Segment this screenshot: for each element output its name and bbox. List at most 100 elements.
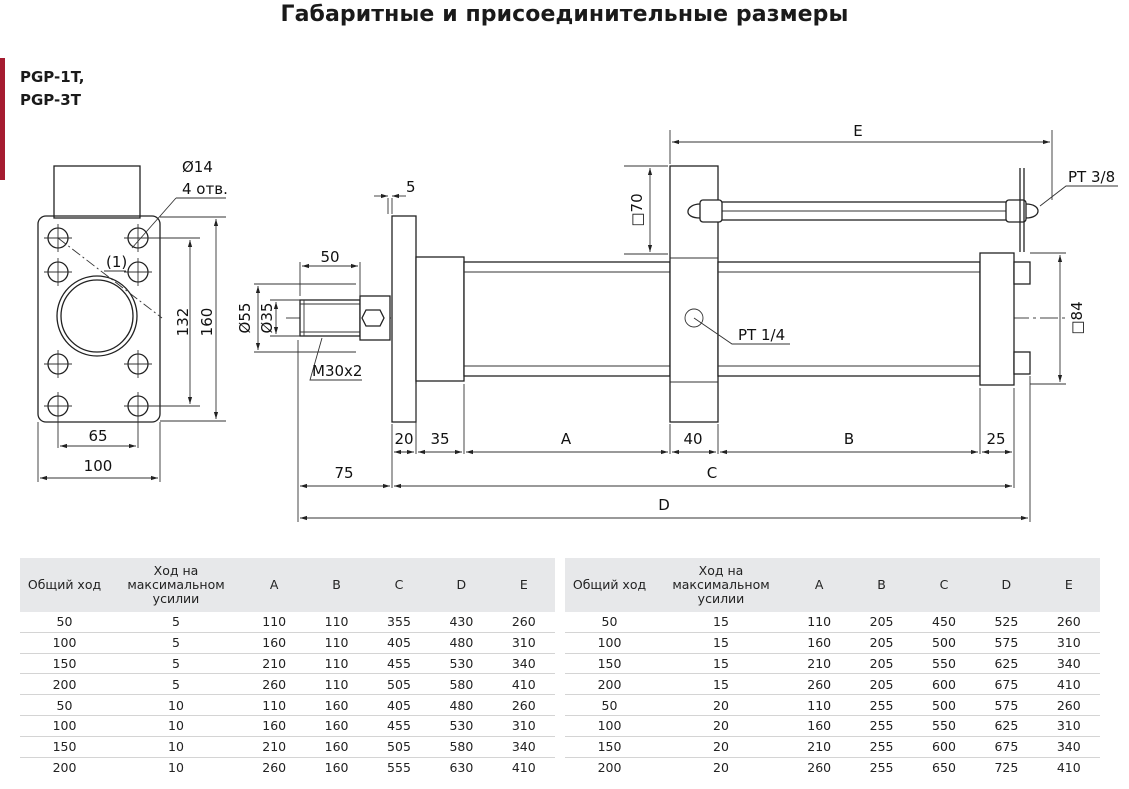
cell-a: 260 (788, 673, 851, 696)
cell-max-force-stroke: 20 (654, 715, 788, 737)
cell-b: 255 (850, 736, 913, 758)
dim-a: A (561, 430, 572, 448)
cell-c: 500 (912, 632, 976, 654)
cell-c: 505 (367, 673, 431, 696)
cell-a: 210 (243, 736, 306, 758)
cell-total-stroke: 200 (565, 673, 654, 696)
cell-e: 310 (492, 632, 555, 654)
cell-e: 310 (1037, 632, 1100, 654)
side-view: 5 50 Ø55 Ø35 M30x2 20 35 A 40 B 25 75 C … (236, 122, 1118, 522)
cell-total-stroke: 200 (20, 673, 109, 696)
cell-d: 725 (994, 759, 1019, 775)
cell-c: 505 (367, 736, 431, 758)
cell-d: 630 (449, 759, 474, 775)
header-total-stroke: Общий ход (565, 558, 654, 612)
cell-max-force-stroke: 15 (654, 673, 788, 696)
cell-a: 110 (788, 694, 851, 716)
table-header-row: Общий ход Ход на максимальном усилии A B… (20, 558, 555, 612)
cell-c: 650 (932, 759, 956, 775)
port-pt14-label: PT 1/4 (738, 326, 785, 344)
cell-c: 600 (912, 736, 976, 758)
cell-max-force-stroke: 10 (109, 736, 243, 758)
cell-max-force-stroke: 20 (654, 694, 788, 716)
dim-b: B (844, 430, 854, 448)
cell-e: 340 (1037, 736, 1100, 758)
cell-b: 205 (850, 673, 913, 696)
header-c: C (912, 558, 976, 612)
cell-e: 340 (492, 653, 555, 675)
cell-d: 580 (430, 736, 493, 758)
cell-b: 205 (850, 612, 913, 633)
cell-e: 260 (1037, 694, 1100, 716)
cell-e: 340 (1037, 653, 1100, 675)
cell-max-force-stroke: 10 (109, 715, 243, 737)
cell-a: 210 (788, 653, 851, 675)
cell-max-force-stroke: 5 (109, 673, 243, 696)
accent-bar (0, 58, 5, 180)
header-d: D (975, 558, 1038, 612)
cell-max-force-stroke: 5 (109, 612, 243, 633)
header-max-force-stroke: Ход на максимальном усилии (109, 558, 243, 612)
dim-132: 132 (174, 308, 192, 337)
port-pt38-label: PT 3/8 (1068, 168, 1115, 186)
cell-b: 255 (869, 759, 894, 775)
note-label: (1) (106, 253, 127, 271)
cell-total-stroke: 50 (565, 612, 654, 633)
cell-b: 205 (850, 653, 913, 675)
dim-75: 75 (334, 464, 353, 482)
cell-c: 455 (367, 715, 431, 737)
header-a: A (243, 558, 306, 612)
cell-total-stroke: 200 (52, 759, 77, 775)
cell-max-force-stroke: 10 (109, 694, 243, 716)
model-name-2: PGP-3T (20, 91, 81, 109)
sq-70: □70 (628, 193, 646, 226)
cell-d: 625 (975, 653, 1038, 675)
dim-35: 35 (430, 430, 449, 448)
cell-c: 405 (367, 632, 431, 654)
piston-rod-thread (299, 299, 361, 337)
cell-total-stroke: 150 (20, 736, 109, 758)
cell-max-force-stroke: 5 (109, 653, 243, 675)
cell-b: 255 (850, 694, 913, 716)
technical-drawing: Ø14 4 отв. (1) 132 160 65 100 (37, 122, 1118, 522)
cell-b: 110 (305, 632, 368, 654)
rod-nut (359, 295, 391, 341)
cell-a: 160 (243, 715, 306, 737)
dim-100: 100 (84, 457, 113, 475)
header-b: B (305, 558, 368, 612)
model-name-1: PGP-1T, (20, 68, 85, 86)
cell-max-force-stroke: 10 (168, 759, 184, 775)
port-pt14 (684, 308, 704, 328)
front-head (415, 256, 465, 382)
dim-65: 65 (88, 427, 107, 445)
table-header-row: Общий ход Ход на максимальном усилии A B… (565, 558, 1100, 612)
cell-d: 575 (975, 694, 1038, 716)
cell-e: 260 (492, 694, 555, 716)
cell-total-stroke: 100 (20, 632, 109, 654)
cell-b: 205 (850, 632, 913, 654)
cell-total-stroke: 50 (20, 694, 109, 716)
dim-160: 160 (198, 308, 216, 337)
cell-b: 110 (305, 673, 368, 696)
header-d: D (430, 558, 493, 612)
cell-a: 210 (243, 653, 306, 675)
cell-b: 160 (305, 715, 368, 737)
cell-d: 530 (430, 715, 493, 737)
cell-total-stroke: 150 (20, 653, 109, 675)
cell-e: 340 (492, 736, 555, 758)
dim-25: 25 (986, 430, 1005, 448)
cell-d: 625 (975, 715, 1038, 737)
cell-a: 110 (788, 612, 851, 633)
spec-table-right: Общий ход Ход на максимальном усилии A B… (565, 558, 1100, 777)
cell-total-stroke: 100 (565, 632, 654, 654)
